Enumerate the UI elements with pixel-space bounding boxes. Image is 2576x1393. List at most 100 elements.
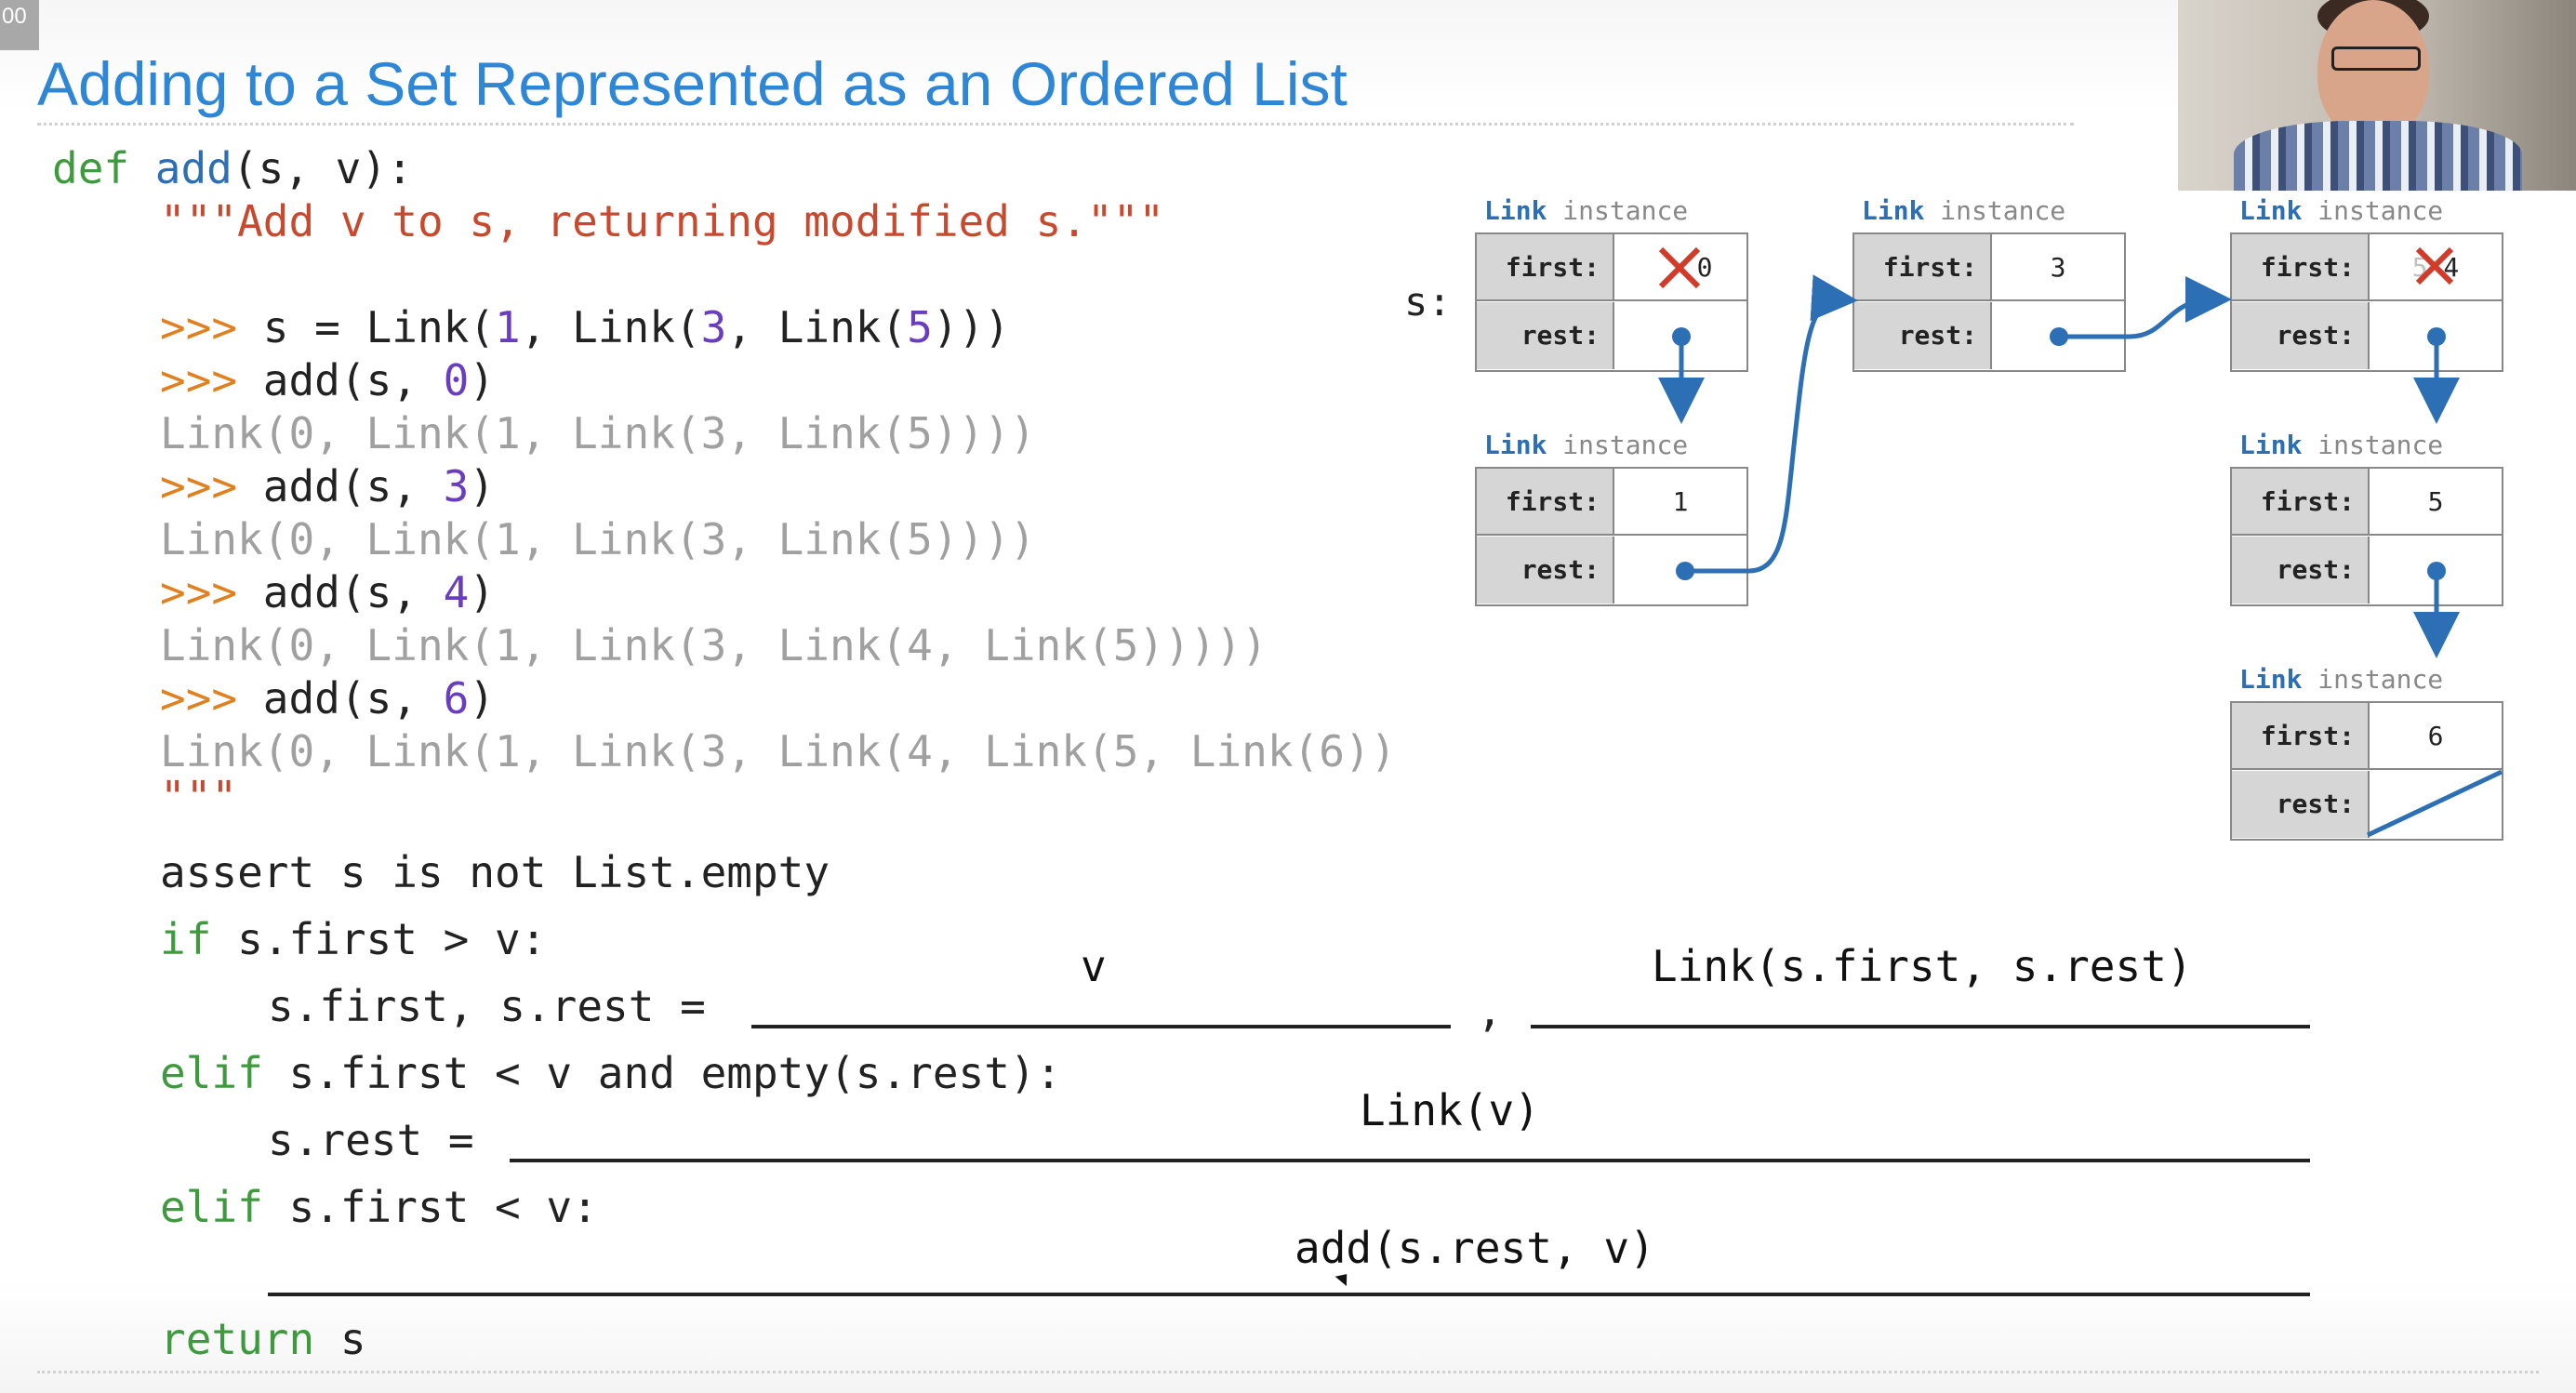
code-text: add(s,: [262, 673, 444, 723]
code-text: ))): [932, 302, 1010, 352]
link-word: Link: [1862, 195, 1925, 226]
node-c-label: Link instance: [1862, 195, 2065, 226]
webcam-video: [2178, 0, 2576, 191]
s-label: s:: [1404, 279, 1452, 325]
elif-line-2: elif s.first < v:: [160, 1182, 598, 1232]
instance-word: instance: [1562, 195, 1689, 226]
rest-key: rest:: [1854, 302, 1990, 369]
timestamp-overlay: 00: [0, 0, 39, 50]
slide-title: Adding to a Set Represented as an Ordere…: [37, 49, 1348, 118]
first-value: 3: [1990, 234, 2124, 301]
prompt: >>>: [160, 567, 238, 617]
instance-word: instance: [2317, 195, 2444, 226]
number: 0: [443, 355, 470, 405]
doctest-call-4: >>> add(s, 6): [160, 673, 495, 723]
number: 3: [700, 302, 727, 352]
first-key: first:: [1477, 234, 1613, 301]
function-name: add: [154, 143, 232, 193]
arrow-b-to-c: [1676, 274, 1858, 580]
number: 1: [495, 302, 521, 352]
docstring: """Add v to s, returning modified s.""": [160, 196, 1165, 246]
answer-3: Link(v): [1360, 1085, 1540, 1135]
empty-rest-slash: [2366, 769, 2503, 838]
assign-rest: s.rest =: [268, 1115, 474, 1165]
rest-key: rest:: [1477, 537, 1613, 604]
code-text: s = Link(: [262, 302, 496, 352]
doctest-call-1: >>> add(s, 0): [160, 355, 495, 405]
answer-2: Link(s.first, s.rest): [1652, 941, 2193, 991]
first-value: 1: [1613, 469, 1746, 536]
footer-divider: [37, 1371, 2539, 1373]
number: 6: [443, 673, 470, 723]
assert-line: assert s is not List.empty: [160, 847, 830, 897]
link-node-e: first: 5 rest:: [2230, 467, 2503, 606]
return-keyword: return: [160, 1314, 315, 1364]
code-text: ): [469, 355, 496, 405]
number: 5: [907, 302, 933, 352]
instance-word: instance: [1940, 195, 2066, 226]
comma: ,: [1477, 986, 1503, 1036]
code-text: ): [469, 461, 496, 511]
def-line: def add(s, v):: [52, 143, 413, 193]
elif-line-1: elif s.first < v and empty(s.rest):: [160, 1048, 1061, 1098]
node-a-label: Link instance: [1484, 195, 1688, 226]
code-text: , Link(: [520, 302, 701, 352]
if-keyword: if: [160, 914, 212, 964]
presenter-glasses: [2331, 46, 2421, 71]
strike-mark-d: [2415, 246, 2454, 285]
answer-4: add(s.rest, v): [1295, 1223, 1655, 1273]
first-value: 6: [2368, 703, 2502, 770]
elif-keyword: elif: [160, 1048, 263, 1098]
blank-3: [510, 1159, 2310, 1162]
doctest-output-3: Link(0, Link(1, Link(3, Link(4, Link(5))…: [160, 620, 1268, 670]
link-word: Link: [1484, 430, 1547, 460]
code-text: s.first < v and empty(s.rest):: [262, 1048, 1062, 1098]
link-word: Link: [2239, 664, 2303, 695]
code-text: s.first > v:: [211, 914, 547, 964]
doctest-call-3: >>> add(s, 4): [160, 567, 495, 617]
prompt: >>>: [160, 302, 238, 352]
instance-word: instance: [2317, 664, 2444, 695]
first-key: first:: [1854, 234, 1990, 301]
if-line: if s.first > v:: [160, 914, 546, 964]
rest-key: rest:: [2232, 771, 2368, 838]
arrow-a-to-b: [1658, 327, 1705, 424]
node-f-label: Link instance: [2239, 664, 2443, 695]
rest-key: rest:: [2232, 537, 2368, 604]
def-keyword: def: [52, 143, 130, 193]
presenter-shirt: [2234, 121, 2522, 191]
code-text: add(s,: [262, 567, 444, 617]
first-key: first:: [2232, 234, 2368, 301]
code-text: add(s,: [262, 461, 444, 511]
first-key: first:: [2232, 469, 2368, 536]
doctest-output-2: Link(0, Link(1, Link(3, Link(5)))): [160, 514, 1036, 564]
code-text: s.first < v:: [262, 1182, 598, 1232]
node-b-label: Link instance: [1484, 430, 1688, 460]
number: 4: [443, 567, 470, 617]
elif-keyword: elif: [160, 1182, 263, 1232]
instance-word: instance: [2317, 430, 2444, 460]
answer-1: v: [1081, 941, 1107, 991]
code-text: ): [469, 567, 496, 617]
code-text: s: [314, 1314, 366, 1364]
blank-1: [751, 1025, 1451, 1028]
arrow-e-to-f: [2413, 562, 2460, 658]
title-divider: [37, 123, 2074, 126]
code-text: add(s,: [262, 355, 444, 405]
blank-2: [1531, 1025, 2310, 1028]
return-line: return s: [160, 1314, 366, 1364]
doctest-output-4: Link(0, Link(1, Link(3, Link(4, Link(5, …: [160, 726, 1397, 776]
code-text: ): [469, 673, 496, 723]
link-word: Link: [1484, 195, 1547, 226]
arrow-d-to-e: [2413, 327, 2460, 424]
prompt: >>>: [160, 673, 238, 723]
node-e-label: Link instance: [2239, 430, 2443, 460]
code-text: , Link(: [726, 302, 908, 352]
prompt: >>>: [160, 461, 238, 511]
doctest-output-1: Link(0, Link(1, Link(3, Link(5)))): [160, 408, 1036, 458]
prompt: >>>: [160, 355, 238, 405]
strike-mark-a: [1658, 246, 1701, 289]
docstring-end: """: [160, 772, 238, 822]
